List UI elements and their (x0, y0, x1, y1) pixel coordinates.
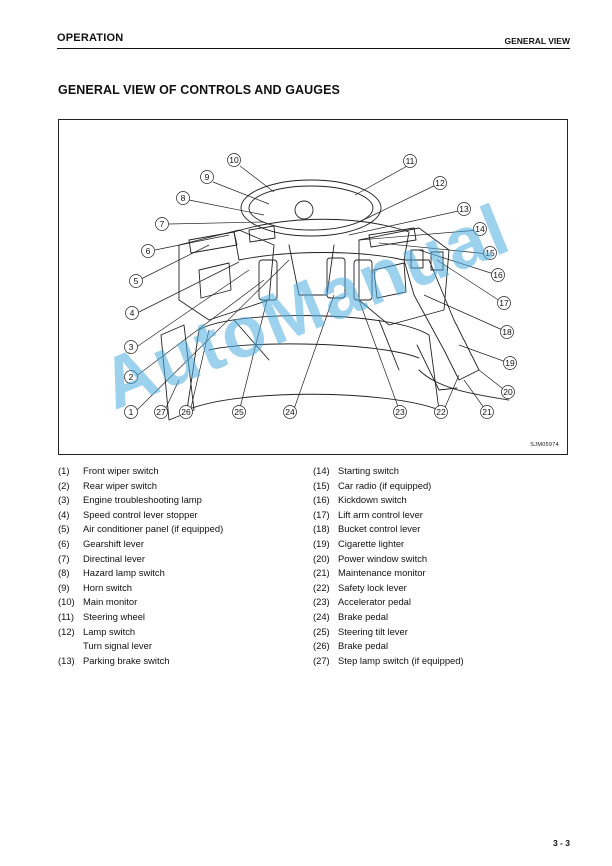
legend-item: (17)Lift arm control lever (313, 508, 423, 520)
callout-25: 25 (232, 405, 246, 419)
svg-text:8: 8 (181, 193, 186, 203)
svg-text:24: 24 (285, 407, 295, 417)
legend-item: (14)Starting switch (313, 465, 399, 476)
svg-text:18: 18 (502, 327, 512, 337)
legend-left: (1)Front wiper switch (2)Rear wiper swit… (58, 464, 223, 668)
callout-4: 4 (125, 306, 139, 320)
legend-item: (6)Gearshift lever (58, 537, 144, 549)
svg-text:16: 16 (493, 270, 503, 280)
svg-text:19: 19 (505, 358, 515, 368)
legend-item: (8)Hazard lamp switch (58, 567, 165, 579)
legend-item: (10)Main monitor (58, 596, 138, 608)
callout-5: 5 (129, 274, 143, 288)
svg-text:14: 14 (475, 224, 485, 234)
svg-text:3: 3 (129, 342, 134, 352)
legend-item: (7)Directinal lever (58, 552, 145, 564)
svg-text:23: 23 (395, 407, 405, 417)
callout-27: 27 (154, 405, 168, 419)
svg-text:9: 9 (205, 172, 210, 182)
legend-item: (20)Power window switch (313, 552, 428, 564)
svg-text:7: 7 (160, 219, 165, 229)
legend-item: (25)Steering tilt lever (313, 625, 408, 637)
callout-23: 23 (393, 405, 407, 419)
svg-text:4: 4 (130, 308, 135, 318)
svg-text:1: 1 (129, 407, 134, 417)
callout-16: 16 (491, 268, 505, 282)
svg-text:17: 17 (499, 298, 509, 308)
cab-illustration: 10 9 8 7 6 5 4 3 2 1 27 26 25 24 23 22 2… (124, 153, 517, 421)
legend-item: (16)Kickdown switch (313, 494, 407, 506)
callout-2: 2 (124, 370, 138, 384)
callout-21: 21 (480, 405, 494, 419)
legend-item: (9)Horn switch (58, 581, 132, 593)
legend-item: (1)Front wiper switch (58, 465, 159, 476)
legend-item: Turn signal lever (83, 640, 152, 652)
svg-text:13: 13 (459, 204, 469, 214)
callout-13: 13 (457, 202, 471, 216)
legend-item: (18)Bucket control lever (313, 523, 421, 535)
callout-26: 26 (179, 405, 193, 419)
callout-19: 19 (503, 356, 517, 370)
legend-item: (23)Accelerator pedal (313, 596, 411, 608)
chapter-header: GENERAL VIEW (504, 36, 571, 46)
page-number: 3 - 3 (552, 838, 570, 848)
legend-item: (2)Rear wiper switch (58, 479, 157, 491)
callout-17: 17 (497, 296, 511, 310)
legend-item: (5)Air conditioner panel (if equipped) (58, 523, 224, 535)
legend-item: (12)Lamp switch (58, 625, 136, 637)
svg-text:2: 2 (129, 372, 134, 382)
callout-18: 18 (500, 325, 514, 339)
svg-text:11: 11 (406, 156, 415, 166)
callout-1: 1 (124, 405, 138, 419)
svg-text:27: 27 (156, 407, 166, 417)
callout-22: 22 (434, 405, 448, 419)
legend-item: (22)Safety lock lever (313, 581, 407, 593)
svg-text:26: 26 (181, 407, 191, 417)
legend-item: (3)Engine troubleshooting lamp (58, 494, 202, 506)
svg-text:20: 20 (503, 387, 513, 397)
callout-24: 24 (283, 405, 297, 419)
legend-item: (24)Brake pedal (313, 610, 389, 622)
legend-item: (13)Parking brake switch (58, 654, 170, 666)
legend-right: (14)Starting switch (15)Car radio (if eq… (313, 464, 464, 668)
legend-item: (15)Car radio (if equipped) (313, 479, 432, 491)
legend-item: (4)Speed control lever stopper (58, 508, 198, 520)
figure-code: SJM05974 (530, 442, 559, 448)
svg-text:22: 22 (436, 407, 446, 417)
callout-15: 15 (483, 246, 497, 260)
legend-item: (26)Brake pedal (313, 640, 389, 652)
svg-text:10: 10 (229, 155, 239, 165)
legend-item: (27)Step lamp switch (if equipped) (313, 654, 464, 666)
callout-10: 10 (227, 153, 241, 167)
page-title: GENERAL VIEW OF CONTROLS AND GAUGES (58, 83, 340, 97)
callout-20: 20 (501, 385, 515, 399)
callout-8: 8 (176, 191, 190, 205)
legend-item: (21)Maintenance monitor (313, 567, 426, 579)
callout-14: 14 (473, 222, 487, 236)
svg-text:15: 15 (485, 248, 495, 258)
svg-text:25: 25 (234, 407, 244, 417)
svg-text:12: 12 (435, 178, 445, 188)
callout-12: 12 (433, 176, 447, 190)
callout-11: 11 (403, 154, 417, 168)
legend-item: (19)Cigarette lighter (313, 537, 405, 549)
callout-9: 9 (200, 170, 214, 184)
svg-text:21: 21 (482, 407, 492, 417)
legend-item: (11)Steering wheel (58, 610, 146, 622)
callout-7: 7 (155, 217, 169, 231)
cab-controls-figure: 10 9 8 7 6 5 4 3 2 1 27 26 25 24 23 22 2… (58, 119, 568, 455)
callout-3: 3 (124, 340, 138, 354)
svg-text:6: 6 (146, 246, 151, 256)
svg-text:5: 5 (134, 276, 139, 286)
header-rule (57, 48, 570, 49)
section-header: OPERATION (57, 32, 124, 44)
callout-6: 6 (141, 244, 155, 258)
